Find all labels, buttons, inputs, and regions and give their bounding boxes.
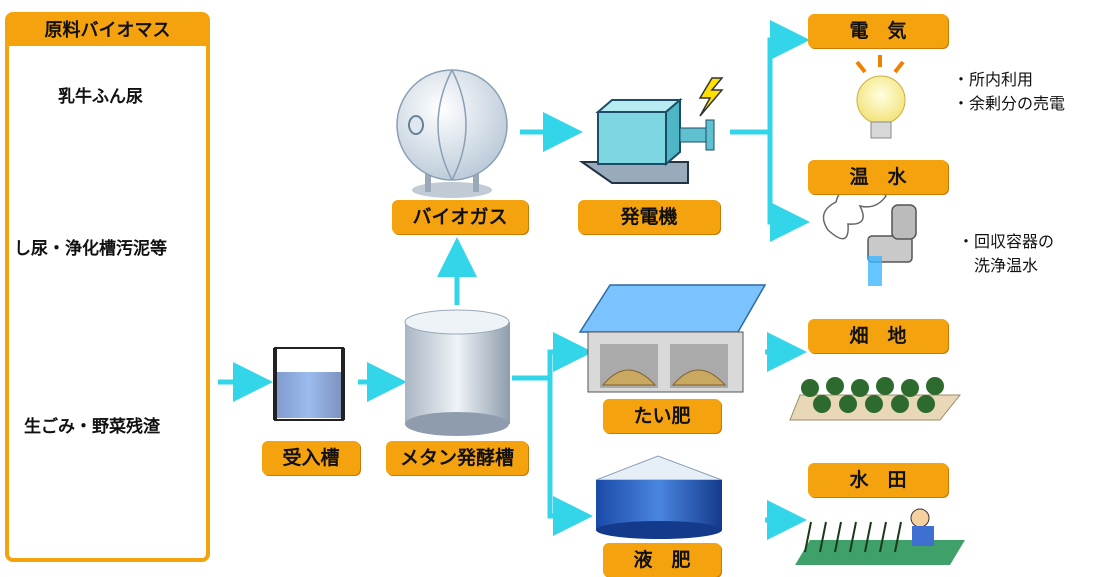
arrow-methane-to-liquid: [547, 378, 593, 536]
hot-water-note-line-1: ・回収容器の: [958, 232, 1055, 251]
field-shape: [789, 377, 962, 421]
light-bulb-icon: [855, 55, 906, 139]
generator-label: 発電機: [578, 200, 720, 234]
faucet-icon: [822, 186, 917, 286]
paddy-shape: [795, 508, 965, 565]
field-label: 畑 地: [808, 319, 948, 353]
biomass-source-panel: 原料バイオマス: [5, 12, 210, 562]
receiving-tank-label: 受入槽: [262, 441, 360, 475]
hot-water-note: ・回収容器の 洗浄温水: [958, 230, 1054, 278]
liquid-tank-shape: [595, 455, 723, 539]
liquid-fertilizer-label: 液 肥: [603, 543, 721, 577]
lightning-icon: [698, 77, 724, 117]
biogas-sphere-shape: [396, 69, 508, 198]
arrow-generator-to-hotwater: [767, 132, 810, 242]
electricity-note-line-2: ・余剰分の売電: [953, 94, 1066, 113]
source-label-cow-manure: 乳牛ふん尿: [58, 87, 143, 107]
compost-label: たい肥: [603, 399, 721, 433]
electricity-note: ・所内利用 ・余剰分の売電: [953, 68, 1065, 116]
electricity-label: 電 気: [808, 14, 948, 48]
hot-water-label: 温 水: [808, 160, 948, 194]
generator-shape: [578, 77, 724, 184]
arrow-methane-to-compost: [512, 332, 593, 381]
biogas-label: バイオガス: [392, 200, 528, 234]
compost-shed-shape: [578, 284, 767, 393]
methane-tank-shape: [404, 309, 510, 436]
receiving-tank-shape: [273, 347, 345, 421]
biomass-source-title: 原料バイオマス: [9, 16, 206, 46]
paddy-label: 水 田: [808, 463, 948, 497]
flow-arrows: [218, 20, 810, 540]
source-label-night-soil: し尿・浄化槽汚泥等: [14, 239, 167, 259]
electricity-note-line-1: ・所内利用: [953, 70, 1034, 89]
methane-tank-label: メタン発酵槽: [386, 441, 528, 475]
hot-water-note-line-2: 洗浄温水: [974, 256, 1039, 275]
source-label-food-waste: 生ごみ・野菜残渣: [24, 417, 160, 437]
arrow-generator-to-electricity: [730, 20, 810, 135]
